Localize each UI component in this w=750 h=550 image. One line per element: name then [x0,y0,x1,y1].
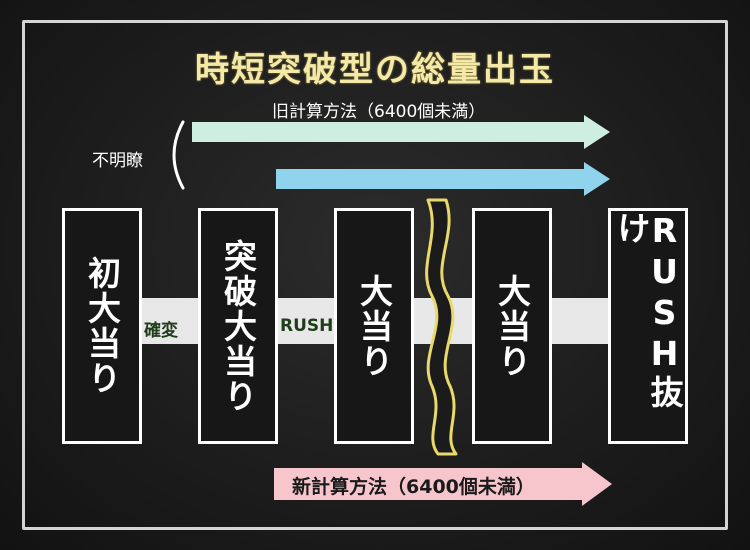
omission-wave-icon [425,198,458,456]
new-method-label: 新計算方法（6400個未満） [292,476,535,498]
box-first-jackpot-label: 初大当り [82,256,122,396]
box-rush-exit-label: RUSH抜け [612,211,684,410]
box-jackpot-2-label: 大当り [492,273,532,379]
old-method-label: 旧計算方法（6400個未満） [272,102,486,122]
box-jackpot-1: 大当り [334,208,414,444]
old-method-arrow-mint [192,115,610,149]
connector-kakuhen: 確変 [144,321,178,341]
new-method-arrow-pink [274,462,612,506]
chalk-frame [22,20,728,530]
box-first-jackpot: 初大当り [62,208,142,444]
old-method-arrow-blue [276,162,610,196]
connector-rush: RUSH [280,316,334,336]
box-rush-exit: RUSH抜け [608,208,688,444]
box-jackpot-1-label: 大当り [354,273,394,379]
unclear-label: 不明瞭 [92,151,143,171]
diagram-title: 時短突破型の総量出玉 [195,50,555,90]
box-breakthrough-jackpot: 突破大当り [198,208,278,444]
box-jackpot-2: 大当り [472,208,552,444]
box-breakthrough-jackpot-label: 突破大当り [218,238,258,414]
left-parenthesis-icon [172,120,185,190]
